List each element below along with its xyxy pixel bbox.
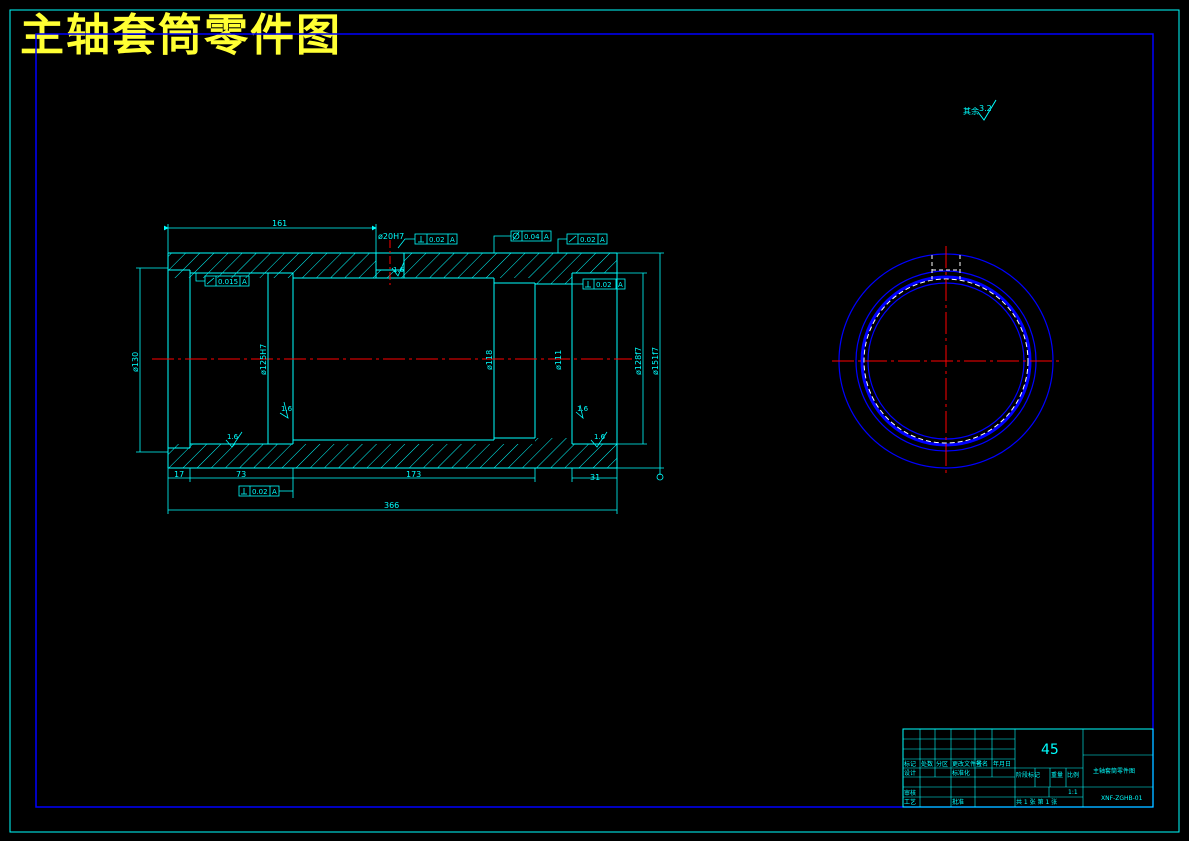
dim-31: 31 [590,473,600,482]
section-view: 161 17 73 173 31 366 ø20H7 ø130 ø125H7 ø… [131,219,664,514]
outer-frame [9,9,1180,833]
dim-366: 366 [384,501,399,510]
dim-dia-125: ø125H7 [259,344,268,375]
tol-perp-slot-datum: A [450,236,455,244]
tol-perp-right-datum: A [618,281,623,289]
tb-sheet-info: 共 1 张 第 1 张 [1016,798,1057,806]
page-title: 主轴套筒零件图 [20,10,342,61]
roughness-note: 其余 3.2 [963,99,997,121]
tb-label-review: 审核 [904,789,916,797]
tol-perp-right-value: 0.02 [596,281,612,289]
tb-label-process: 工艺 [904,798,916,806]
tol-runout-right-value: 0.02 [580,236,596,244]
roughness-r5: 1.6 [393,266,405,274]
roughness-r4: 1.6 [577,405,589,413]
roughness-r1: 1.6 [227,433,239,441]
end-view [832,246,1060,476]
tol-cyl-mid-value: 0.04 [524,233,540,241]
tb-label-change: 更改文件号 [952,760,982,768]
dim-dia-20: ø20H7 [378,232,404,241]
datum-a-icon [656,473,664,481]
tb-label-count: 处数 [921,760,933,768]
dim-dia-128: ø128f7 [634,347,643,375]
tol-runout-right-datum: A [600,236,605,244]
tb-drawing-no: XNF-ZGHB-01 [1101,795,1143,802]
tol-cyl-mid-datum: A [544,233,549,241]
tb-label-zone: 分区 [936,760,948,768]
tb-label-date: 年月日 [993,760,1011,768]
tb-label-mark: 标记 [904,760,916,768]
tb-label-weight: 重量 [1051,771,1063,779]
roughness-note-prefix: 其余 [963,106,979,116]
dim-173: 173 [406,470,421,479]
tb-label-signature: 签名 [976,760,988,768]
tol-runout-left-value: 0.015 [218,278,238,286]
dim-dia-151: ø151f7 [651,347,660,375]
roughness-note-value: 3.2 [979,104,992,113]
tb-material: 45 [1041,742,1059,758]
dim-dia-118: ø118 [485,350,494,370]
title-block: 标记 处数 分区 更改文件号 签名 年月日 设计 标准化 阶段标记 重量 比例 … [902,728,1154,808]
hatch-bottom-wall [168,438,617,468]
tb-part-name: 主轴套筒零件图 [1093,767,1135,775]
dim-73: 73 [236,470,246,479]
tol-perp-bottom-datum: A [272,488,277,496]
tb-label-approve: 批准 [952,798,964,806]
roughness-symbol-icon [977,99,997,121]
tb-label-standardize: 标准化 [952,769,970,777]
tb-label-stage: 阶段标记 [1016,771,1040,779]
hatch-top-wall [168,253,617,284]
tb-label-scale: 比例 [1067,771,1079,779]
drawing-border [35,33,1154,808]
roughness-r2: 1.6 [594,433,606,441]
tol-perp-bottom-value: 0.02 [252,488,268,496]
tb-label-designer: 设计 [904,769,916,777]
tol-perp-slot-value: 0.02 [429,236,445,244]
roughness-r3: 1.6 [281,405,293,413]
tb-scale-value: 1:1 [1068,789,1078,796]
dim-dia-130: ø130 [131,352,140,372]
dim-17: 17 [174,470,184,479]
tol-runout-left-datum: A [242,278,247,286]
dim-161: 161 [272,219,287,228]
dim-dia-111: ø111 [554,350,563,370]
